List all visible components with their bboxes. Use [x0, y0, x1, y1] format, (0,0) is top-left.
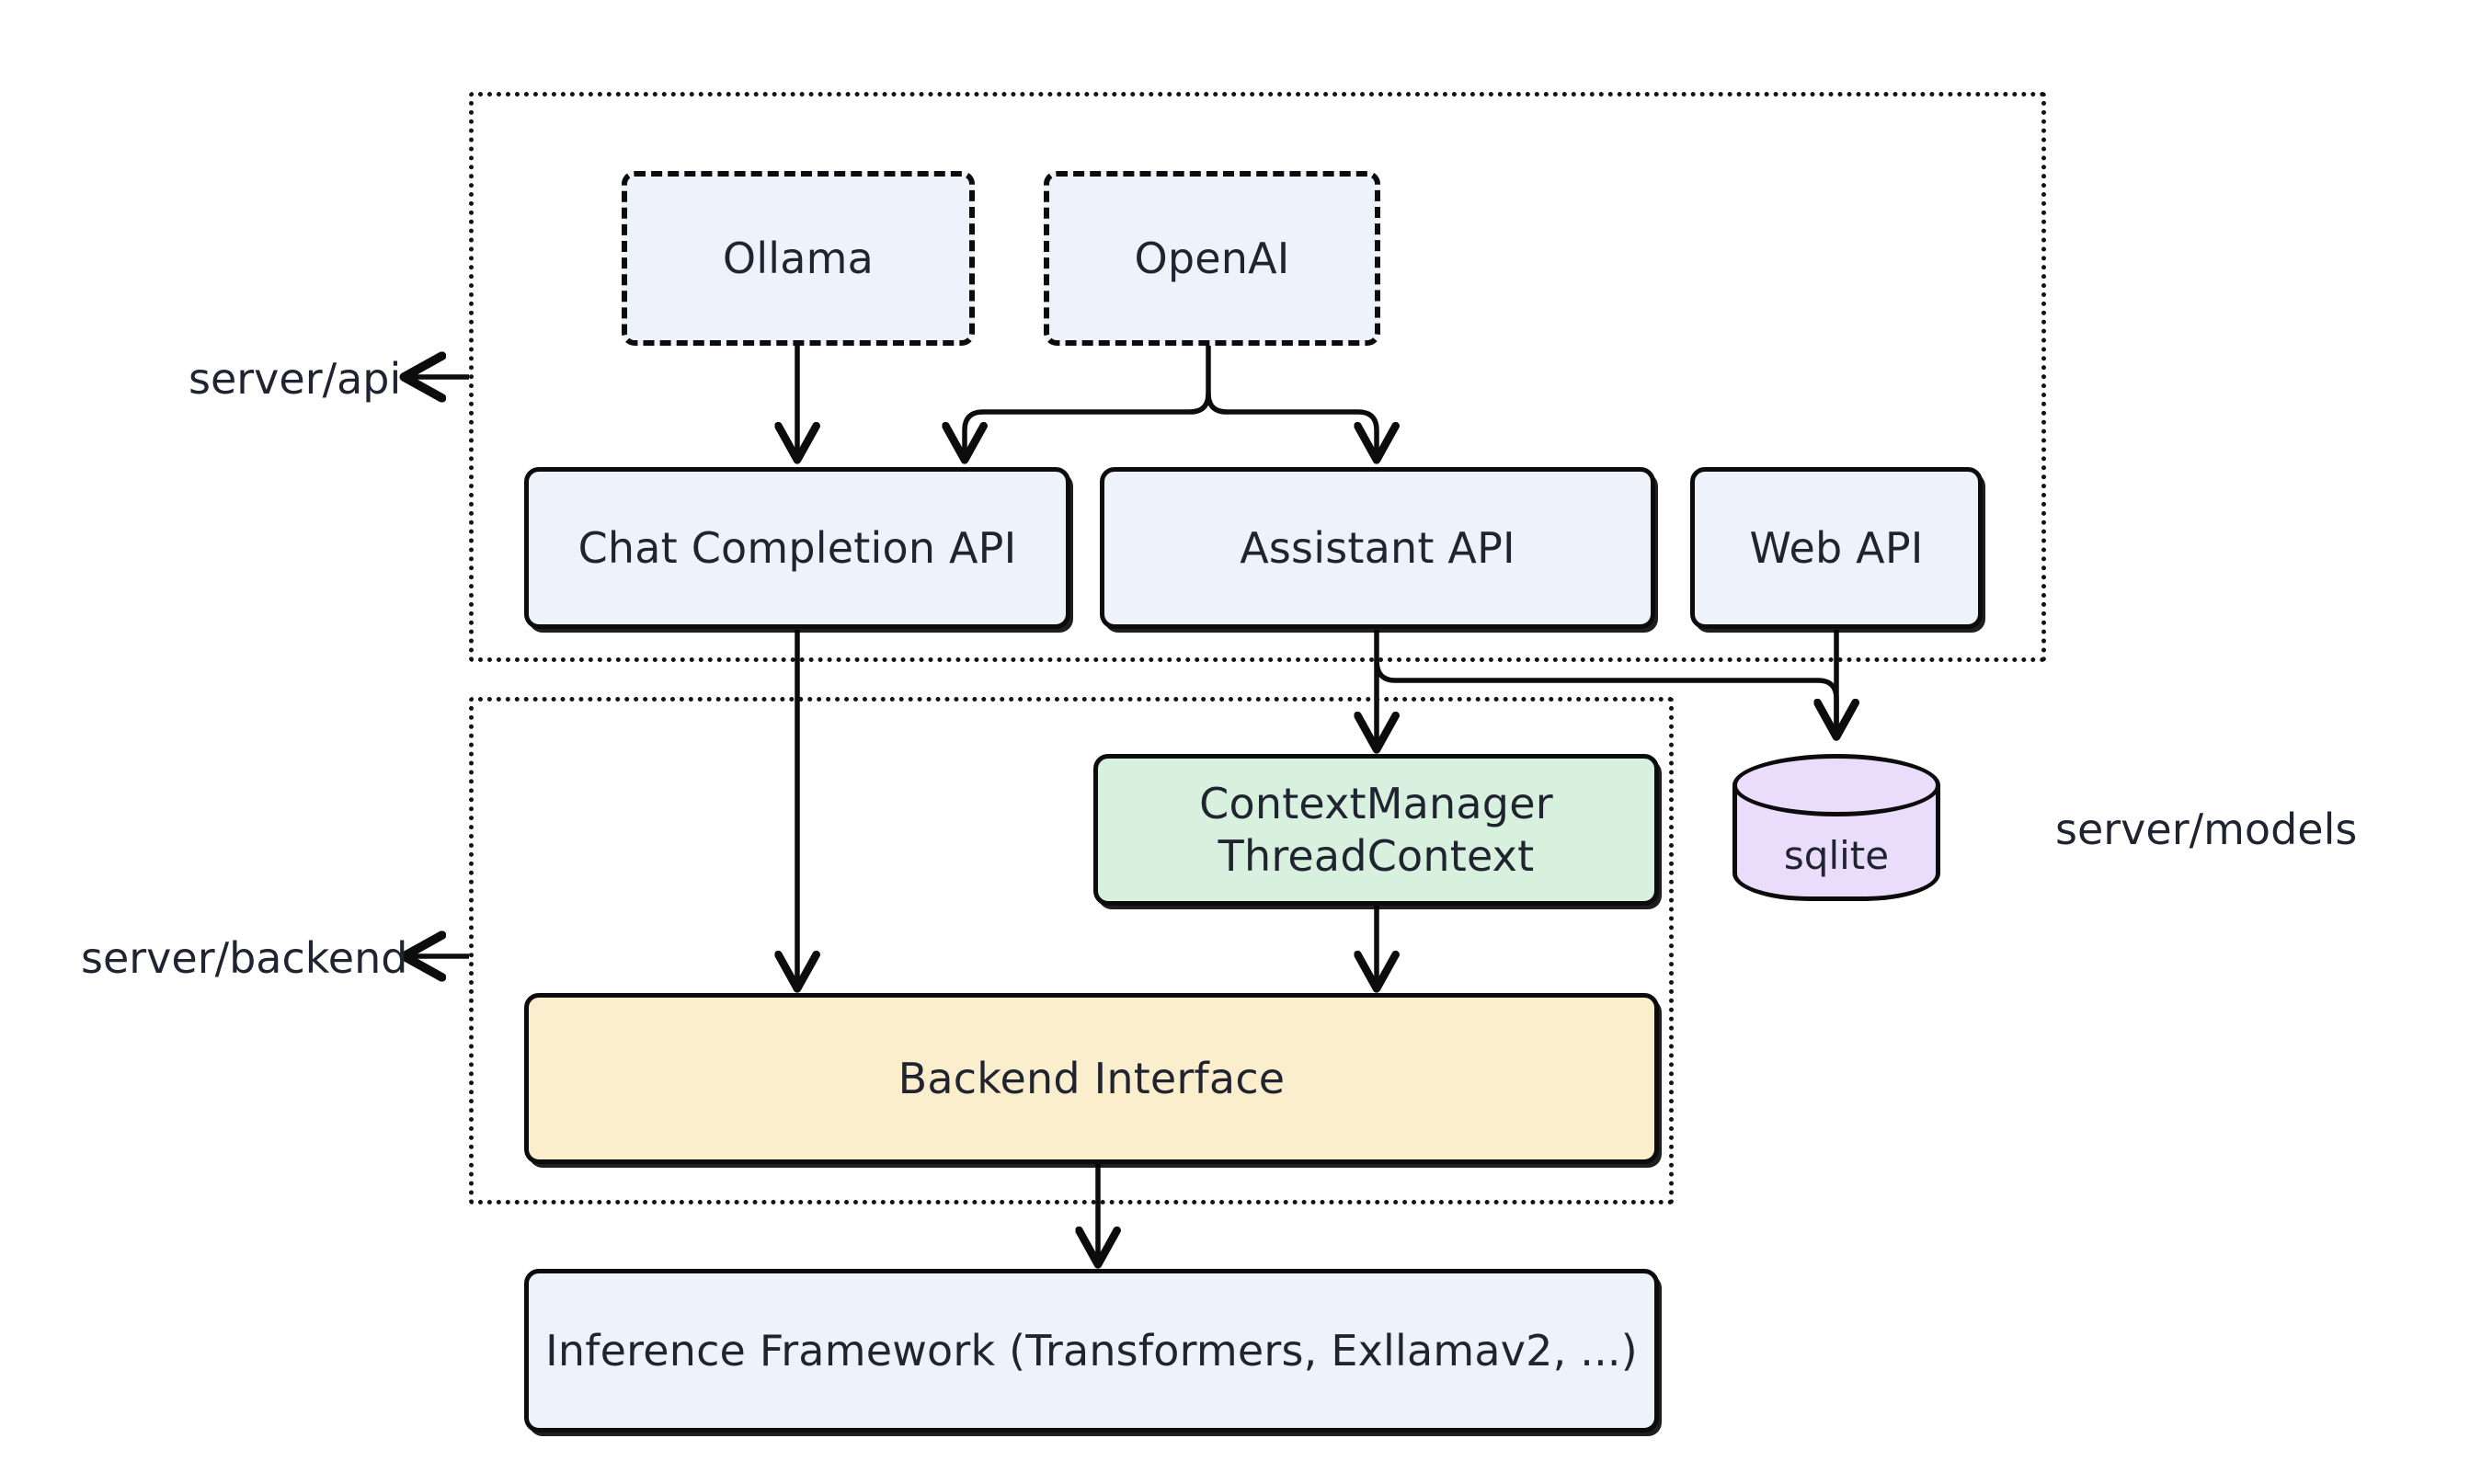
label-server-backend: server/backend — [81, 933, 408, 983]
node-sqlite-label: sqlite — [1783, 832, 1890, 878]
edge-openai-to-chat-api — [965, 393, 1211, 457]
node-context-manager-label-line1: ContextManager — [1199, 779, 1553, 829]
node-context-manager-label-line2: ThreadContext — [1218, 830, 1535, 881]
node-backend-interface-label: Backend Interface — [898, 1053, 1286, 1103]
label-server-models: server/models — [2055, 805, 2358, 854]
node-ollama-label: Ollama — [722, 233, 875, 283]
node-context-manager[interactable]: ContextManager ThreadContext — [1093, 754, 1659, 906]
node-openai-label: OpenAI — [1134, 233, 1290, 283]
node-sqlite[interactable]: sqlite — [1732, 754, 1940, 901]
node-chat-completion-api[interactable]: Chat Completion API — [524, 467, 1070, 629]
sqlite-cylinder-top — [1732, 754, 1940, 816]
node-openai[interactable]: OpenAI — [1044, 171, 1380, 346]
node-chat-completion-api-label: Chat Completion API — [577, 522, 1017, 573]
label-server-api: server/api — [189, 354, 402, 404]
node-backend-interface[interactable]: Backend Interface — [524, 993, 1659, 1164]
node-assistant-api-label: Assistant API — [1240, 522, 1515, 573]
edge-openai-to-assistant-api — [1206, 393, 1377, 457]
node-ollama[interactable]: Ollama — [622, 171, 975, 346]
node-web-api-label: Web API — [1749, 522, 1924, 573]
node-web-api[interactable]: Web API — [1690, 467, 1983, 629]
node-assistant-api[interactable]: Assistant API — [1100, 467, 1655, 629]
node-inference-framework-label: Inference Framework (Transformers, Exlla… — [545, 1325, 1638, 1376]
group-server-api — [469, 92, 2046, 662]
node-inference-framework[interactable]: Inference Framework (Transformers, Exlla… — [524, 1269, 1659, 1433]
group-server-backend — [469, 697, 1674, 1204]
